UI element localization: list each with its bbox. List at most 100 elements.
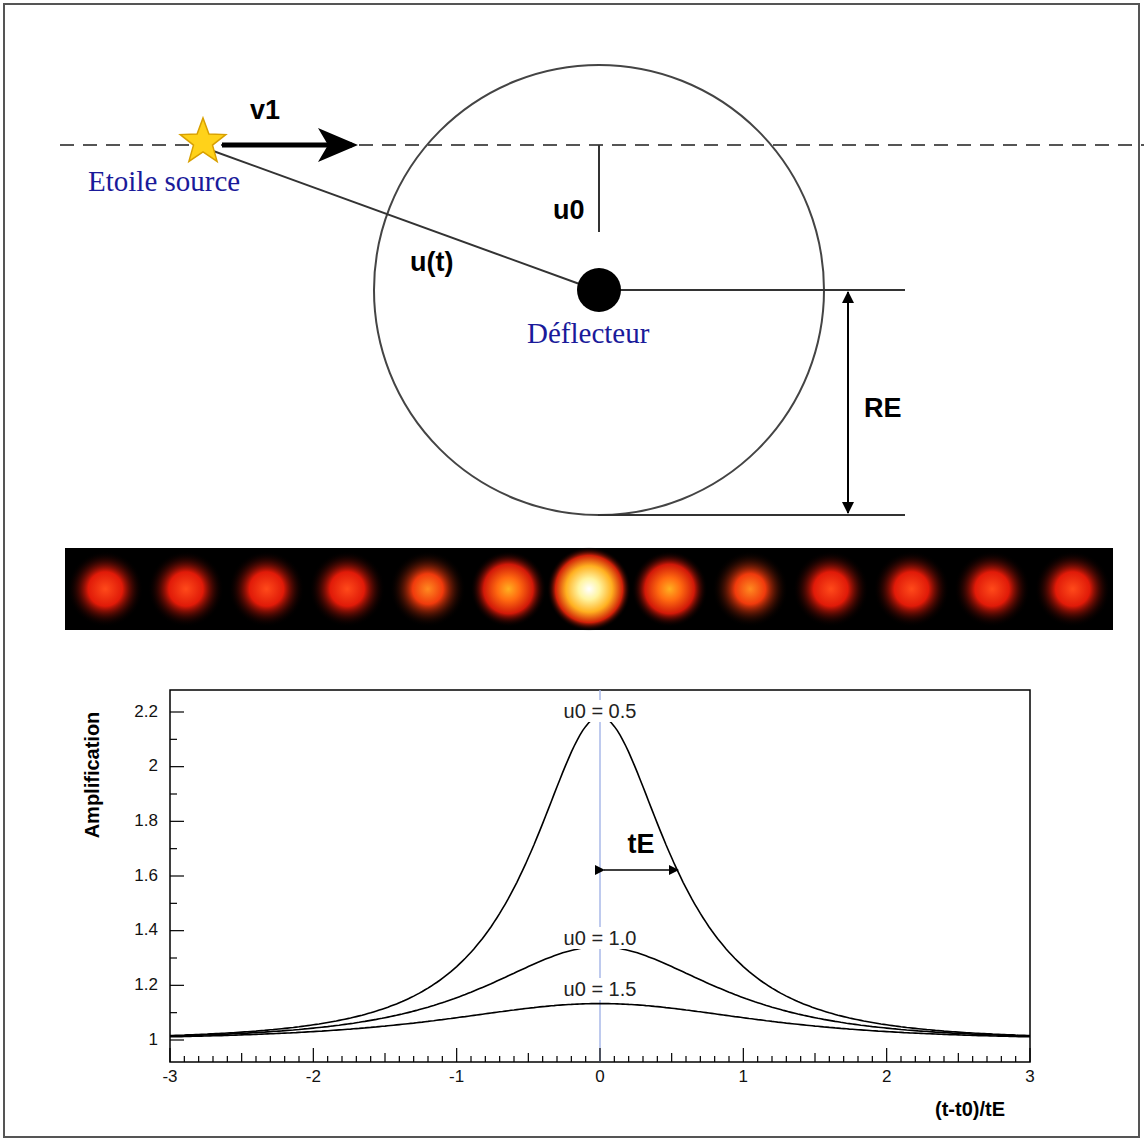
tick-mark	[900, 1056, 901, 1062]
image-blob	[954, 551, 1030, 627]
tick-mark	[800, 1056, 801, 1062]
tick-mark	[585, 1056, 586, 1062]
x-tick-label: 1	[739, 1068, 748, 1087]
distance-label: u(t)	[410, 248, 453, 278]
tick-mark	[499, 1056, 500, 1062]
image-blob	[1035, 551, 1111, 627]
tick-mark	[227, 1056, 228, 1062]
tick-mark	[298, 1056, 299, 1062]
tick-mark	[886, 1048, 887, 1062]
radius-line	[598, 514, 905, 516]
tick-mark	[700, 1056, 701, 1062]
tick-mark	[370, 1056, 371, 1062]
amplification-curve	[170, 717, 1030, 1036]
tick-mark	[972, 1056, 973, 1062]
tick-mark	[212, 1056, 213, 1062]
tick-mark	[270, 1056, 271, 1062]
image-blob	[793, 551, 869, 627]
image-blob	[874, 551, 950, 627]
tick-mark	[599, 1048, 600, 1062]
tick-mark	[571, 1056, 572, 1062]
plot-frame	[170, 690, 1030, 1062]
x-tick-label: 0	[595, 1068, 604, 1087]
tick-mark	[284, 1056, 285, 1062]
tick-mark	[184, 1056, 185, 1062]
tick-mark	[958, 1053, 959, 1062]
y-tick-label: 1.2	[134, 976, 158, 995]
tick-mark	[170, 985, 184, 986]
radius-label: RE	[864, 394, 902, 424]
tick-mark	[685, 1056, 686, 1062]
tick-mark	[614, 1056, 615, 1062]
tick-mark	[169, 1048, 170, 1062]
tick-mark	[513, 1056, 514, 1062]
tick-mark	[170, 793, 177, 794]
image-blob	[229, 551, 305, 627]
tick-mark	[341, 1056, 342, 1062]
center-line	[599, 690, 601, 1062]
tick-mark	[814, 1053, 815, 1062]
tick-mark	[857, 1056, 858, 1062]
tick-mark	[170, 903, 177, 904]
tick-mark	[1001, 1056, 1002, 1062]
tick-mark	[671, 1053, 672, 1062]
tick-mark	[198, 1056, 199, 1062]
tick-mark	[657, 1056, 658, 1062]
x-tick-label: -1	[449, 1068, 464, 1087]
source-star	[180, 118, 226, 161]
te-label: tE	[628, 830, 655, 860]
curve-label: u0 = 1.0	[562, 927, 639, 949]
x-tick-label: 2	[882, 1068, 891, 1087]
tick-mark	[170, 957, 177, 958]
tick-mark	[628, 1056, 629, 1062]
tick-mark	[1015, 1056, 1016, 1062]
y-tick-label: 2.2	[134, 703, 158, 722]
tick-mark	[929, 1056, 930, 1062]
y-axis-title: Amplification	[81, 712, 103, 839]
tick-mark	[170, 739, 177, 740]
image-blob	[632, 551, 708, 627]
image-blob	[712, 551, 788, 627]
tick-mark	[170, 711, 184, 712]
amplification-curve	[170, 1004, 1030, 1037]
velocity-arrowhead	[318, 128, 358, 162]
distance-line	[205, 148, 585, 286]
impact-label: u0	[553, 196, 585, 226]
y-tick-label: 1	[149, 1031, 158, 1050]
curves	[170, 717, 1030, 1037]
tick-mark	[986, 1056, 987, 1062]
tick-mark	[170, 930, 184, 931]
lens-label: Déflecteur	[527, 318, 649, 350]
tick-mark	[456, 1048, 457, 1062]
frame	[4, 4, 1139, 1137]
tick-mark	[829, 1056, 830, 1062]
curve-label: u0 = 0.5	[562, 700, 639, 722]
image-blob	[309, 551, 385, 627]
dimension-arrow	[847, 292, 849, 513]
tick-mark	[915, 1056, 916, 1062]
image-blob	[390, 551, 466, 627]
tick-mark	[327, 1056, 328, 1062]
tick-mark	[170, 875, 184, 876]
tick-mark	[170, 766, 184, 767]
tick-mark	[485, 1056, 486, 1062]
trajectory-line	[60, 144, 1144, 146]
tick-mark	[170, 1039, 184, 1040]
tick-mark	[542, 1056, 543, 1062]
tick-mark	[728, 1056, 729, 1062]
tick-mark	[556, 1056, 557, 1062]
curve-label: u0 = 1.5	[562, 978, 639, 1000]
y-tick-label: 1.6	[134, 867, 158, 886]
impact-line	[598, 145, 600, 232]
tick-mark	[413, 1056, 414, 1062]
tick-mark	[943, 1056, 944, 1062]
tick-mark	[843, 1056, 844, 1062]
tick-mark	[470, 1056, 471, 1062]
tick-mark	[384, 1053, 385, 1062]
x-tick-label: -3	[162, 1068, 177, 1087]
tick-mark	[170, 821, 184, 822]
image-blob	[547, 547, 631, 631]
tick-mark	[399, 1056, 400, 1062]
image-blob	[67, 551, 143, 627]
y-tick-label: 1.8	[134, 812, 158, 831]
